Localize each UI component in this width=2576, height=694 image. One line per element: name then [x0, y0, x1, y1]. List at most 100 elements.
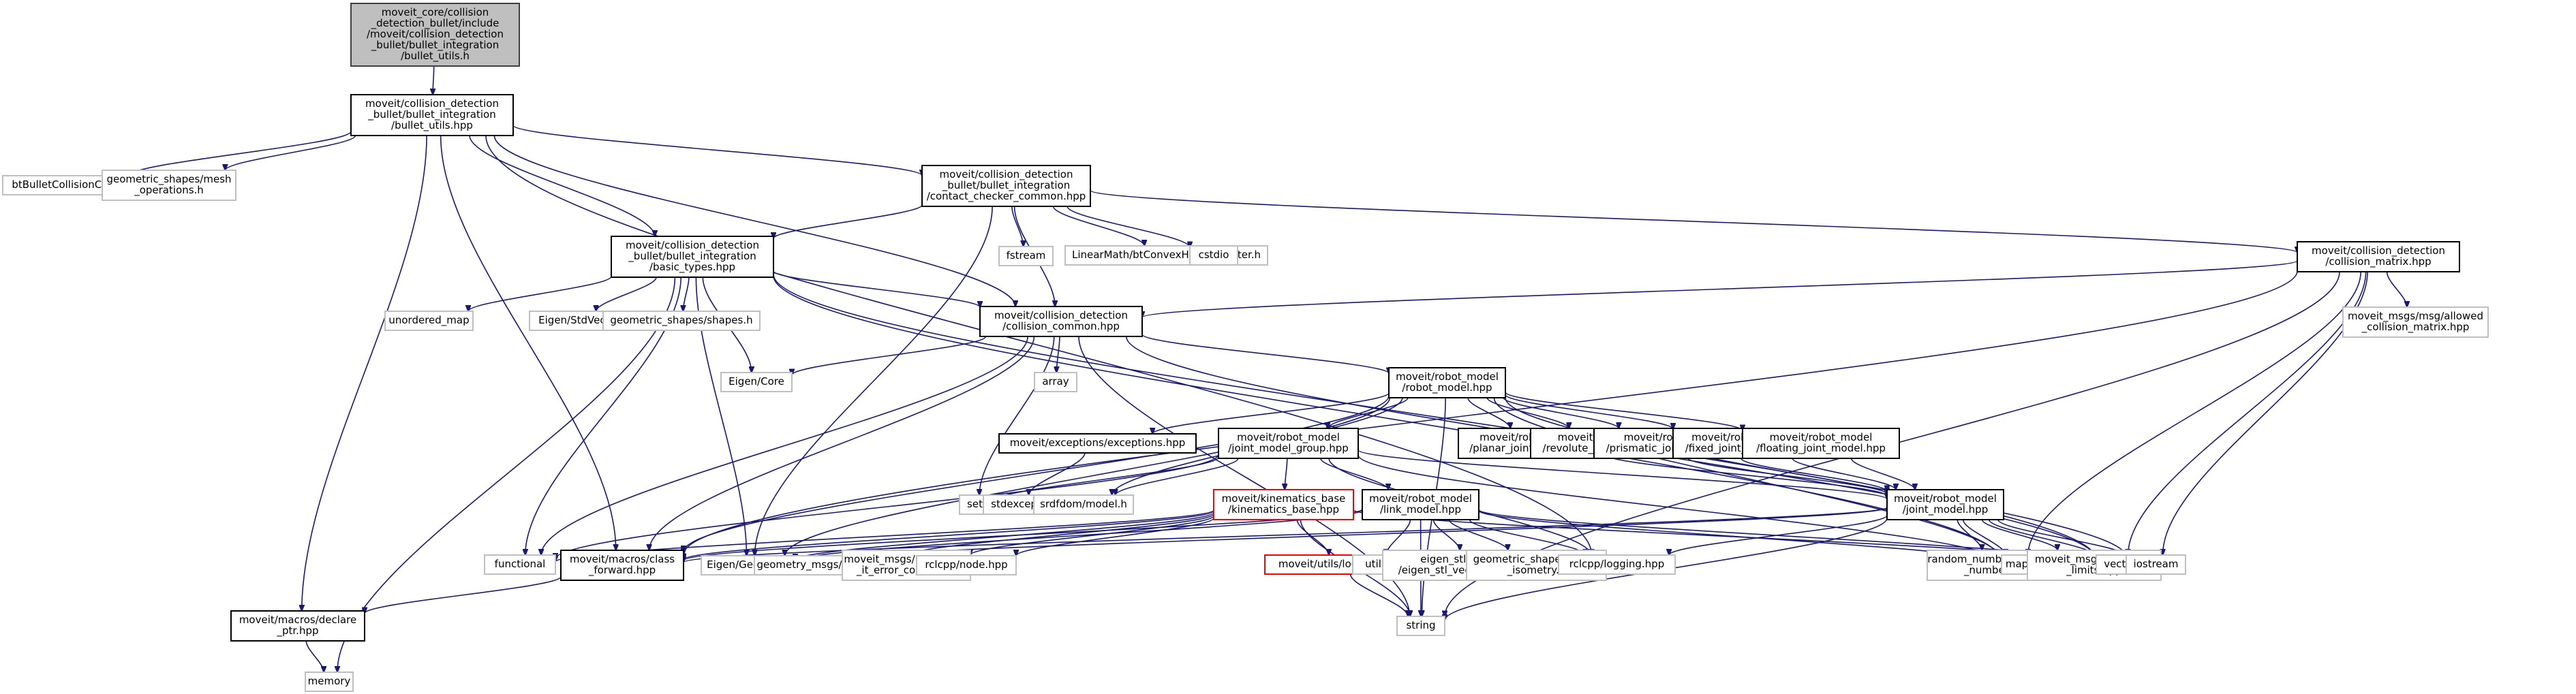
edge-bullet-utils-hpp-to-basic-types	[469, 135, 655, 236]
node-joint-model[interactable]: moveit/robot_model/joint_model.hpp	[1886, 489, 2004, 520]
edge-joint-model-to-class-forward	[684, 507, 1888, 563]
node-label-line: moveit/robot_model	[1770, 431, 1873, 444]
node-box	[602, 311, 761, 331]
node-link-model[interactable]: moveit/robot_model/link_model.hpp	[1362, 489, 1479, 520]
node-label-line: /floating_joint_model.hpp	[1756, 442, 1886, 455]
node-box	[230, 610, 365, 642]
node-box	[1213, 489, 1354, 520]
edge-robot-model-to-eigen-geometry	[785, 397, 1391, 556]
node-label-line: /joint_model.hpp	[1903, 503, 1988, 516]
edge-kinematics-base-to-class-forward	[684, 510, 1214, 559]
edge-bullet-utils-hpp-to-collision-common	[493, 135, 1015, 306]
node-class-forward[interactable]: moveit/macros/class_forward.hpp	[560, 550, 684, 581]
edge-collision-common-to-class-forward	[649, 336, 1035, 550]
node-rclcpp-logging: rclcpp/logging.hpp	[1558, 554, 1676, 575]
edge-link-model-to-eigen-stl-vector	[1432, 519, 1460, 550]
node-collision-common[interactable]: moveit/collision_detection/collision_com…	[979, 306, 1143, 337]
edge-class-forward-to-declare-ptr	[365, 576, 562, 614]
edge-basic-types-to-memory	[337, 277, 676, 672]
node-box	[1034, 372, 1077, 392]
node-label-line: /bullet_utils.h	[401, 50, 470, 63]
node-box	[1388, 367, 1506, 398]
node-label-line: string	[1406, 619, 1435, 631]
node-box	[998, 433, 1197, 454]
node-joint-model-group[interactable]: moveit/robot_model/joint_model_group.hpp	[1218, 428, 1359, 459]
edge-collision-common-to-eigen-core	[792, 336, 987, 375]
node-label-line: /contact_checker_common.hpp	[927, 190, 1086, 203]
node-rclcpp-node: rclcpp/node.hpp	[916, 555, 1017, 575]
node-box	[2126, 554, 2186, 575]
edge-robot-model-to-prismatic-joint	[1503, 397, 1619, 428]
node-label-line: moveit/kinematics_base	[1222, 492, 1346, 505]
edge-robot-model-to-planar-joint	[1467, 397, 1510, 428]
node-functional: functional	[484, 554, 556, 575]
node-label-line: moveit/collision_detection	[2312, 245, 2445, 257]
node-box	[1362, 489, 1479, 520]
edge-collision-common-to-array	[1056, 336, 1060, 373]
node-unordered-map: unordered_map	[384, 311, 474, 331]
node-string: string	[1396, 616, 1445, 636]
node-label-line: unordered_map	[388, 314, 469, 327]
node-label-line: moveit/collision_detection	[994, 309, 1128, 322]
node-box	[1742, 428, 1900, 459]
node-label-line: /basic_types.hpp	[649, 261, 735, 274]
node-label-line: _bullet/bullet_integration	[367, 108, 495, 121]
edge-collision-matrix-to-vector	[2128, 271, 2367, 555]
node-box	[384, 311, 474, 331]
node-label-line: _bullet/bullet_integration	[942, 179, 1070, 192]
node-collision-matrix[interactable]: moveit/collision_detection/collision_mat…	[2297, 241, 2460, 272]
node-box	[998, 246, 1054, 266]
node-declare-ptr[interactable]: moveit/macros/declare_ptr.hpp	[230, 610, 365, 642]
node-box	[560, 550, 684, 581]
node-basic-types[interactable]: moveit/collision_detection_bullet/bullet…	[611, 236, 774, 278]
node-label-line: moveit_msgs/msg/allowed	[2348, 310, 2483, 323]
edge-joint-model-group-to-joint-model	[1358, 449, 1887, 499]
edge-robot-model-to-exceptions	[1152, 392, 1390, 434]
node-label-line: /collision_matrix.hpp	[2325, 255, 2431, 268]
edge-bullet-utils-hpp-to-rclcpp-logging	[485, 135, 1592, 555]
node-label-line: set	[967, 498, 983, 510]
node-root[interactable]: moveit_core/collision_detection_bullet/i…	[350, 3, 520, 67]
node-label-line: moveit/macros/declare	[239, 614, 356, 626]
node-label-line: rclcpp/node.hpp	[925, 558, 1007, 571]
node-label-line: moveit/robot_model	[1894, 492, 1997, 505]
node-label-line: array	[1042, 375, 1069, 388]
node-label-line: /kinematics_base.hpp	[1228, 503, 1339, 516]
node-bullet-utils-hpp[interactable]: moveit/collision_detection_bullet/bullet…	[350, 94, 514, 136]
node-label-line: Eigen/Core	[729, 375, 784, 388]
node-box	[1396, 616, 1445, 636]
node-box	[102, 170, 236, 201]
node-floating-joint[interactable]: moveit/robot_model/floating_joint_model.…	[1742, 428, 1900, 459]
node-label-line: memory	[308, 675, 351, 687]
node-label-line: moveit/macros/class	[570, 553, 675, 565]
node-label-line: _detection_bullet/include	[371, 17, 500, 30]
edge-contact-checker-common-to-fstream	[1011, 206, 1024, 247]
node-contact-checker-common[interactable]: moveit/collision_detection_bullet/bullet…	[921, 165, 1091, 207]
edge-contact-checker-common-to-basic-types	[773, 204, 923, 238]
node-box	[305, 672, 354, 692]
node-box	[979, 306, 1143, 337]
node-label-line: _bullet/bullet_integration	[371, 39, 499, 52]
node-label-line: Eigen/StdVector	[538, 314, 621, 326]
edge-joint-model-group-to-srdfdom	[1116, 458, 1239, 495]
node-cstdio: cstdio	[1189, 245, 1238, 266]
edge-joint-model-to-random-numbers	[1957, 519, 1982, 550]
node-kinematics-base[interactable]: moveit/kinematics_base/kinematics_base.h…	[1213, 489, 1354, 520]
edge-robot-model-to-joint-model-group	[1328, 397, 1409, 428]
edge-contact-checker-common-to-cstdio	[1067, 206, 1190, 247]
edge-joint-model-group-to-kinematics-base	[1285, 458, 1288, 490]
edge-bullet-utils-hpp-to-btBulletCollisionCommon	[129, 131, 352, 176]
node-label-line: moveit/robot_model	[1369, 492, 1472, 505]
node-label-line: fstream	[1007, 249, 1046, 262]
edge-kinematics-base-to-move-it-error-codes	[970, 515, 1214, 555]
edge-bullet-utils-hpp-to-declare-ptr	[302, 135, 427, 611]
node-box	[2297, 241, 2460, 272]
node-label-line: _operations.h	[134, 184, 204, 197]
node-label-line: /robot_model.hpp	[1402, 381, 1492, 394]
node-robot-model[interactable]: moveit/robot_model/robot_model.hpp	[1388, 367, 1506, 398]
edge-robot-model-to-revolute-joint	[1486, 397, 1569, 428]
edge-robot-model-to-floating-joint	[1505, 392, 1743, 430]
node-box	[1558, 554, 1676, 575]
node-exceptions[interactable]: moveit/exceptions/exceptions.hpp	[998, 433, 1197, 454]
